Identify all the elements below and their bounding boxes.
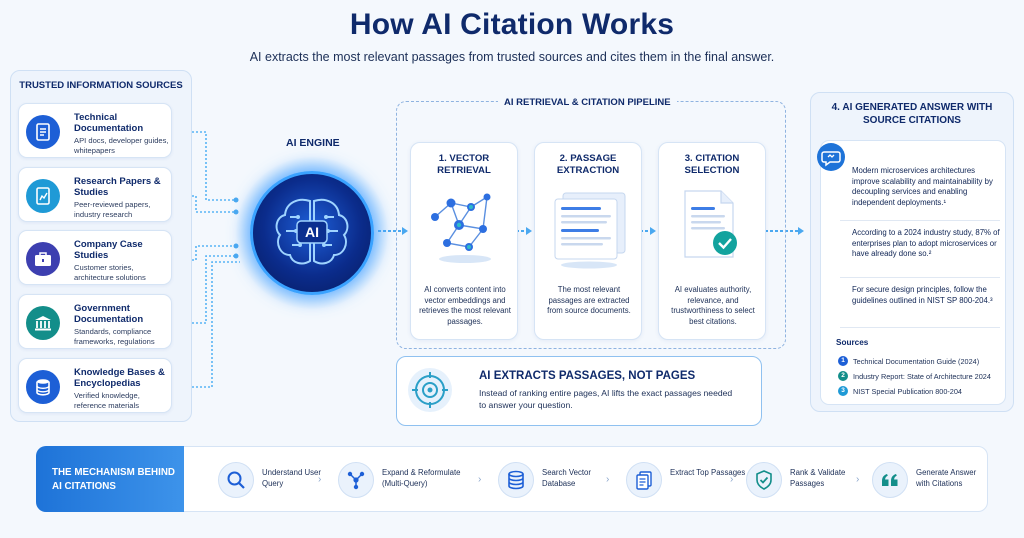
source-card-technical-documentation[interactable]: Technical Documentation API docs, develo… — [18, 103, 172, 158]
documents-icon — [626, 462, 662, 498]
pipeline-heading: AI RETRIEVAL & CITATION PIPELINE — [498, 97, 677, 108]
step-desc: The most relevant passages are extracted… — [547, 285, 631, 315]
answer-divider — [840, 220, 1000, 221]
vector-graph-icon — [431, 193, 491, 263]
source-desc: Customer stories, architecture solutions — [74, 263, 146, 282]
ai-chat-icon — [817, 143, 845, 171]
source-card-research-papers[interactable]: Research Papers & Studies Peer-reviewed … — [18, 167, 172, 222]
chevron-right-icon: › — [318, 474, 322, 485]
source-card-knowledge-bases[interactable]: Knowledge Bases & Encyclopedias Verified… — [18, 358, 172, 413]
briefcase-icon — [26, 242, 60, 276]
stacked-documents-icon — [554, 192, 626, 269]
target-icon — [408, 368, 452, 412]
network-icon — [338, 462, 374, 498]
source-desc: Peer-reviewed papers, industry research — [74, 200, 151, 219]
answer-paragraph-1: Modern microservices architectures impro… — [852, 166, 993, 207]
pipeline-step-citation-selection[interactable]: 3. CITATION SELECTION AI evaluates autho… — [658, 142, 766, 340]
source-link-1[interactable]: Technical Documentation Guide (2024) — [853, 357, 980, 366]
source-card-company-case-studies[interactable]: Company Case Studies Customer stories, a… — [18, 230, 172, 285]
source-title: Knowledge Bases & Encyclopedias — [74, 367, 165, 389]
mechanism-step-label: Understand User Query — [262, 468, 321, 488]
step-desc: AI evaluates authority, relevance, and t… — [671, 285, 755, 326]
mechanism-step-label: Extract Top Passages — [670, 468, 746, 477]
chevron-right-icon: › — [478, 474, 482, 485]
source-title: Government Documentation — [74, 303, 144, 325]
step-title: 3. CITATION SELECTION — [684, 153, 740, 176]
step-title: 1. VECTOR RETRIEVAL — [437, 153, 491, 176]
mechanism-step-label: Expand & Reformulate (Multi-Query) — [382, 468, 461, 488]
extract-passages-callout — [396, 356, 762, 426]
answer-sources-title: Sources — [836, 338, 869, 347]
quote-icon — [872, 462, 908, 498]
chevron-right-icon: › — [730, 474, 734, 485]
government-building-icon — [26, 306, 60, 340]
source-number-badge: 1 — [838, 356, 848, 366]
trusted-sources-heading: TRUSTED INFORMATION SOURCES — [19, 80, 183, 91]
page-title: How AI Citation Works — [349, 8, 675, 41]
source-number-badge: 3 — [838, 386, 848, 396]
source-number-badge: 2 — [838, 371, 848, 381]
mechanism-step-label: Search Vector Database — [542, 468, 591, 488]
pipeline-step-passage-extraction[interactable]: 2. PASSAGE EXTRACTION The most relevant … — [534, 142, 642, 340]
source-title: Company Case Studies — [74, 239, 143, 261]
source-link-2[interactable]: Industry Report: State of Architecture 2… — [853, 372, 991, 381]
chart-doc-icon — [26, 179, 60, 213]
brain-icon — [275, 198, 349, 265]
ai-engine-core — [250, 171, 374, 295]
mechanism-step-label: Rank & Validate Passages — [790, 468, 846, 488]
answer-paragraph-2: According to a 2024 industry study, 87% … — [852, 228, 1000, 258]
mechanism-step-label: Generate Answer with Citations — [916, 468, 977, 488]
step-title: 2. PASSAGE EXTRACTION — [556, 153, 620, 176]
ai-engine-badge: AI — [305, 224, 319, 240]
source-title: Technical Documentation — [74, 112, 144, 134]
mechanism-heading: THE MECHANISM BEHIND AI CITATIONS — [52, 467, 176, 492]
source-desc: Standards, compliance frameworks, regula… — [74, 327, 155, 346]
answer-paragraph-3: For secure design principles, follow the… — [852, 285, 993, 305]
answer-card — [820, 140, 1006, 405]
extract-callout-desc: Instead of ranking entire pages, AI lift… — [479, 388, 733, 410]
document-icon — [26, 115, 60, 149]
source-desc: Verified knowledge, reference materials — [74, 391, 140, 410]
pipeline-step-vector-retrieval[interactable]: 1. VECTOR RETRIEVAL AI converts content … — [410, 142, 518, 340]
ai-engine-label: AI ENGINE — [286, 137, 340, 149]
shield-check-icon — [746, 462, 782, 498]
answer-divider — [840, 277, 1000, 278]
page-subtitle: AI extracts the most relevant passages f… — [249, 50, 775, 64]
source-link-3[interactable]: NIST Special Publication 800-204 — [853, 387, 962, 396]
search-icon — [218, 462, 254, 498]
extract-callout-title: AI EXTRACTS PASSAGES, NOT PAGES — [479, 370, 696, 382]
answer-divider — [840, 327, 1000, 328]
chevron-right-icon: › — [606, 474, 610, 485]
answer-panel-heading: 4. AI GENERATED ANSWER WITH SOURCE CITAT… — [831, 102, 993, 126]
source-card-government-documentation[interactable]: Government Documentation Standards, comp… — [18, 294, 172, 349]
source-desc: API docs, developer guides, whitepapers — [74, 136, 169, 155]
database-icon — [26, 370, 60, 404]
mechanism-header — [36, 446, 184, 512]
source-title: Research Papers & Studies — [74, 176, 161, 198]
database-icon — [498, 462, 534, 498]
mechanism-bar — [36, 446, 988, 512]
chevron-right-icon: › — [856, 474, 860, 485]
step-desc: AI converts content into vector embeddin… — [419, 285, 511, 326]
check-document-icon — [684, 190, 737, 258]
